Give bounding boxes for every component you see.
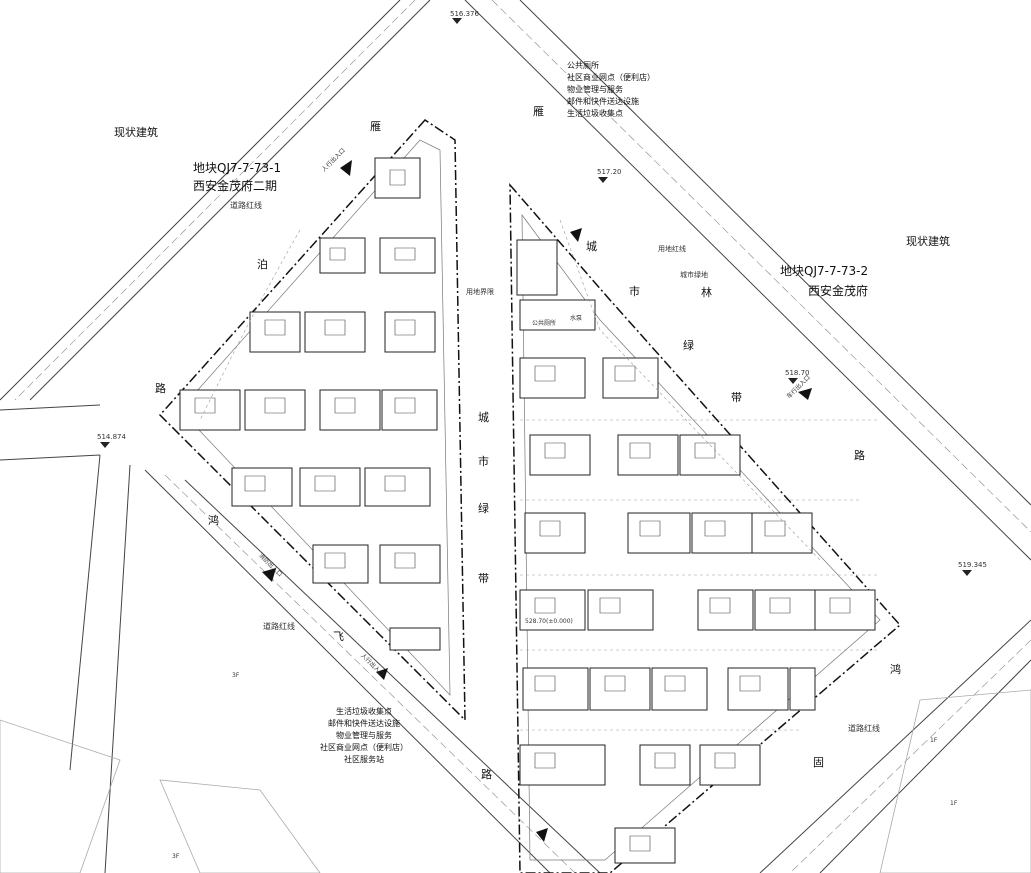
entrance-arrows bbox=[262, 160, 812, 842]
note-line: 生活垃圾收集点 bbox=[567, 109, 623, 118]
note-line: 物业管理与服务 bbox=[567, 85, 623, 94]
road-yanbo-1: 雁 bbox=[370, 120, 381, 133]
road-bottom-lu: 路 bbox=[481, 768, 492, 781]
road-right-6: 路 bbox=[854, 449, 865, 462]
floor-label-4: 3F bbox=[172, 853, 180, 860]
notes-bottom-left: 生活垃圾收集点 邮件和快件送达设施 物业管理与服务 社区商业网点（便利店） 社区… bbox=[320, 706, 408, 766]
note-line: 邮件和快件送达设施 bbox=[328, 719, 400, 728]
road-right-lower-2: 固 bbox=[813, 756, 824, 769]
elevation-right-entrance: 518.70 bbox=[785, 369, 810, 377]
note-line: 物业管理与服务 bbox=[336, 731, 392, 740]
note-line: 社区商业网点（便利店） bbox=[320, 743, 408, 752]
green-belt-2: 市 bbox=[478, 455, 489, 468]
road-red-line-bottom-right: 道路红线 bbox=[848, 724, 880, 733]
road-right-1: 城 bbox=[586, 240, 597, 253]
elevation-left: 514.874 bbox=[97, 433, 126, 441]
notes-top-right: 公共厕所 社区商业网点（便利店） 物业管理与服务 邮件和快件送达设施 生活垃圾收… bbox=[567, 60, 655, 120]
road-red-line-bottom-left: 道路红线 bbox=[263, 622, 295, 631]
green-belt-4: 带 bbox=[478, 572, 489, 585]
elevation-marker-left bbox=[100, 442, 110, 448]
elevation-right-far: 519.345 bbox=[958, 561, 987, 569]
buildings-east bbox=[516, 239, 876, 864]
road-red-line-top: 道路红线 bbox=[230, 201, 262, 210]
elevation-marker-right-mid bbox=[598, 177, 608, 183]
water-pump-label: 水泵 bbox=[570, 315, 583, 322]
road-right-5: 带 bbox=[731, 391, 742, 404]
note-line: 邮件和快件送达设施 bbox=[567, 97, 639, 106]
elevation-marker-right-far bbox=[962, 570, 972, 576]
road-hongfei-2: 飞 bbox=[333, 630, 344, 643]
road-yanbo-3: 路 bbox=[155, 382, 166, 395]
public-toilet-label: 公共厕所 bbox=[532, 320, 557, 327]
green-belt-1: 城 bbox=[478, 411, 489, 424]
city-green-land-label: 城市绿地 bbox=[680, 271, 708, 279]
road-hongfei-1: 鸿 bbox=[208, 514, 219, 527]
elevation-marker-right-entrance bbox=[788, 378, 798, 384]
existing-building-label-right: 现状建筑 bbox=[906, 235, 950, 248]
existing-building-label-left: 现状建筑 bbox=[114, 126, 158, 139]
note-line: 生活垃圾收集点 bbox=[336, 707, 392, 716]
buildings-west bbox=[179, 157, 441, 651]
plot2-name: 西安金茂府 bbox=[808, 284, 869, 298]
elevation-marker-top bbox=[452, 18, 462, 24]
road-centerlines bbox=[14, 0, 1031, 873]
green-belt-3: 绿 bbox=[478, 502, 489, 515]
road-right-4: 绿 bbox=[683, 339, 694, 352]
road-right-3: 林 bbox=[701, 286, 712, 299]
floor-label-2: 3F bbox=[232, 672, 240, 679]
building-details bbox=[194, 169, 851, 852]
plot1-name: 西安金茂府二期 bbox=[193, 179, 278, 193]
road-right-2: 市 bbox=[629, 285, 640, 298]
elevation-top: 516.376 bbox=[450, 10, 479, 18]
road-right-lower-1: 鸿 bbox=[890, 663, 901, 676]
note-line: 公共厕所 bbox=[567, 61, 599, 70]
note-line: 社区商业网点（便利店） bbox=[567, 73, 655, 82]
unit-elevation-ref: 528.70(±0.000) bbox=[525, 618, 573, 625]
plot1-code: 地块QJ7-7-73-1 bbox=[193, 161, 282, 175]
road-yan-top-center: 雁 bbox=[533, 105, 544, 118]
floor-label-3: 1F bbox=[950, 800, 958, 807]
floor-label-1: 1F bbox=[930, 737, 938, 744]
land-red-line-label: 用地红线 bbox=[658, 245, 686, 253]
existing-structures bbox=[0, 689, 1031, 873]
road-yanbo-2: 泊 bbox=[257, 258, 268, 271]
plot2-code: 地块QJ7-7-73-2 bbox=[780, 264, 869, 278]
internal-paths bbox=[199, 219, 880, 731]
elevation-right-mid: 517.20 bbox=[597, 168, 622, 176]
note-line: 社区服务站 bbox=[344, 755, 384, 764]
land-boundary-label: 用地界限 bbox=[466, 288, 494, 296]
